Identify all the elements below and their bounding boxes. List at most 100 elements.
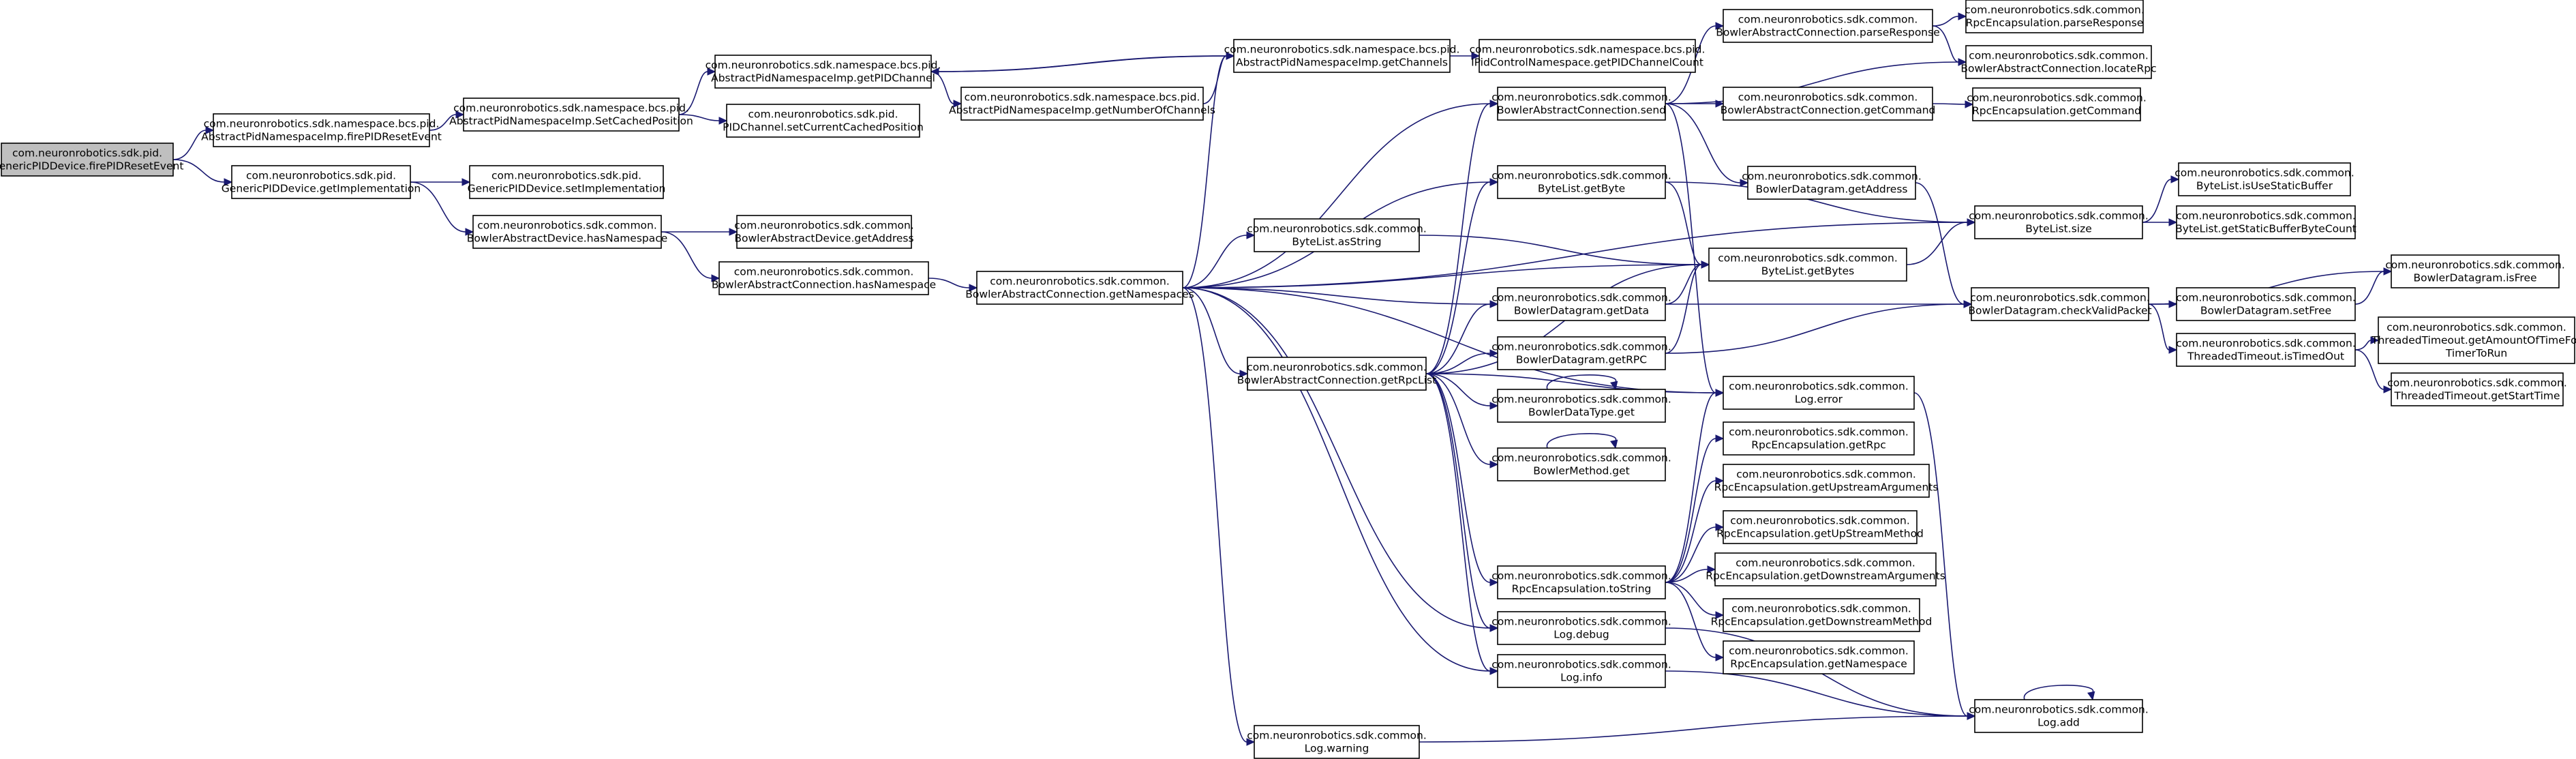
graph-node-n3[interactable]: com.neuronrobotics.sdk.namespace.bcs.pid… xyxy=(706,55,941,89)
node-box xyxy=(1254,725,1420,759)
graph-node-n17[interactable]: com.neuronrobotics.sdk.common.BowlerAbst… xyxy=(1491,87,1671,121)
graph-node-n6[interactable]: com.neuronrobotics.sdk.namespace.bcs.pid… xyxy=(949,87,1215,121)
edge-line xyxy=(1665,264,1702,305)
graph-node-n24[interactable]: com.neuronrobotics.sdk.common.Log.debug xyxy=(1491,611,1671,645)
node-box xyxy=(1714,552,1937,586)
graph-node-n19[interactable]: com.neuronrobotics.sdk.common.BowlerData… xyxy=(1491,287,1671,321)
edge-n6-to-n4 xyxy=(1202,52,1235,104)
edge-n13-to-n19 xyxy=(1182,287,1499,308)
graph-node-n27[interactable]: com.neuronrobotics.sdk.common.BowlerAbst… xyxy=(1721,87,1936,121)
node-label-line: BowlerDatagram.getRPC xyxy=(1516,354,1647,366)
graph-node-n14[interactable]: com.neuronrobotics.sdk.common.ByteList.a… xyxy=(1247,218,1427,252)
graph-node-n39[interactable]: com.neuronrobotics.sdk.common.RpcEncapsu… xyxy=(1967,87,2147,121)
arrowhead xyxy=(1610,381,1618,391)
graph-node-n16[interactable]: com.neuronrobotics.sdk.common.Log.warnin… xyxy=(1247,725,1427,759)
node-box xyxy=(1747,166,1916,200)
graph-node-n42[interactable]: com.neuronrobotics.sdk.common.Log.add xyxy=(1969,699,2149,733)
edge-line xyxy=(1425,303,1491,374)
arrowhead xyxy=(1246,738,1256,746)
graph-node-n31[interactable]: com.neuronrobotics.sdk.common.RpcEncapsu… xyxy=(1723,421,1915,456)
graph-node-n30[interactable]: com.neuronrobotics.sdk.common.Log.error xyxy=(1723,376,1915,410)
node-label-line: BowlerDatagram.setFree xyxy=(2200,305,2331,317)
graph-node-n2[interactable]: com.neuronrobotics.sdk.namespace.bcs.pid… xyxy=(449,98,693,132)
arrowhead xyxy=(1471,52,1481,60)
edge-line xyxy=(1665,480,1716,583)
edge-line xyxy=(661,231,712,279)
graph-node-n1[interactable]: com.neuronrobotics.sdk.namespace.bcs.pid… xyxy=(201,113,442,147)
graph-node-n4[interactable]: com.neuronrobotics.sdk.namespace.bcs.pid… xyxy=(1224,39,1460,73)
edge-n45-to-n47 xyxy=(2354,267,2393,305)
edge-n10-to-n12 xyxy=(661,231,721,282)
edge-n16-to-n42 xyxy=(1419,712,1976,743)
graph-node-n9[interactable]: com.neuronrobotics.sdk.pid.GenericPIDDev… xyxy=(468,165,666,199)
node-box xyxy=(1497,165,1666,199)
arrowhead xyxy=(455,110,465,119)
graph-node-n46[interactable]: com.neuronrobotics.sdk.common.ThreadedTi… xyxy=(2176,333,2356,367)
edge-line xyxy=(1182,264,1702,288)
graph-node-n10[interactable]: com.neuronrobotics.sdk.common.BowlerAbst… xyxy=(467,215,668,249)
graph-node-n22[interactable]: com.neuronrobotics.sdk.common.BowlerMeth… xyxy=(1491,447,1671,481)
arrowhead xyxy=(205,126,215,134)
graph-node-n8[interactable]: com.neuronrobotics.sdk.pid.GenericPIDDev… xyxy=(222,165,421,199)
graph-node-n41[interactable]: com.neuronrobotics.sdk.common.BowlerData… xyxy=(1968,287,2152,321)
graph-node-n37[interactable]: com.neuronrobotics.sdk.common.RpcEncapsu… xyxy=(1965,0,2145,33)
graph-node-n18[interactable]: com.neuronrobotics.sdk.common.ByteList.g… xyxy=(1491,165,1671,199)
edge-line xyxy=(1665,670,1968,717)
arrowhead xyxy=(953,100,963,108)
arrowhead xyxy=(1715,22,1725,30)
graph-node-n32[interactable]: com.neuronrobotics.sdk.common.RpcEncapsu… xyxy=(1714,464,1939,498)
edge-line xyxy=(1547,433,1616,449)
graph-node-n25[interactable]: com.neuronrobotics.sdk.common.Log.info xyxy=(1491,654,1671,688)
graph-node-n36[interactable]: com.neuronrobotics.sdk.common.RpcEncapsu… xyxy=(1723,640,1915,674)
graph-node-n11[interactable]: com.neuronrobotics.sdk.common.BowlerAbst… xyxy=(734,215,914,249)
edge-line xyxy=(2354,340,2372,351)
graph-node-n49[interactable]: com.neuronrobotics.sdk.common.ThreadedTi… xyxy=(2387,372,2567,406)
node-box xyxy=(714,55,932,89)
edge-n40-to-n44 xyxy=(2142,218,2178,226)
graph-node-n26[interactable]: com.neuronrobotics.sdk.common.BowlerAbst… xyxy=(1716,9,1940,43)
node-box xyxy=(2176,333,2356,367)
edge-line xyxy=(172,159,225,183)
arrowhead xyxy=(1489,460,1499,468)
graph-node-n28[interactable]: com.neuronrobotics.sdk.common.BowlerData… xyxy=(1742,166,1922,200)
graph-node-n48[interactable]: com.neuronrobotics.sdk.common.ThreadedTi… xyxy=(2371,316,2576,364)
graph-node-n13[interactable]: com.neuronrobotics.sdk.common.BowlerAbst… xyxy=(965,271,1194,305)
node-box xyxy=(1479,39,1696,73)
node-box xyxy=(1965,45,2152,79)
graph-node-n33[interactable]: com.neuronrobotics.sdk.common.RpcEncapsu… xyxy=(1716,510,1924,544)
graph-node-n23[interactable]: com.neuronrobotics.sdk.common.RpcEncapsu… xyxy=(1491,565,1671,599)
graph-node-n20[interactable]: com.neuronrobotics.sdk.common.BowlerData… xyxy=(1491,336,1671,370)
edge-line xyxy=(1665,61,1959,104)
graph-node-n40[interactable]: com.neuronrobotics.sdk.common.ByteList.s… xyxy=(1969,205,2149,239)
edge-n13-to-n14 xyxy=(1182,231,1256,288)
edge-n27-to-n39 xyxy=(1932,100,1974,108)
graph-node-n15[interactable]: com.neuronrobotics.sdk.common.BowlerAbst… xyxy=(1237,357,1436,391)
node-label-line: com.neuronrobotics.sdk.common. xyxy=(2387,377,2567,389)
graph-node-n47[interactable]: com.neuronrobotics.sdk.common.BowlerData… xyxy=(2385,254,2565,288)
graph-node-n34[interactable]: com.neuronrobotics.sdk.common.RpcEncapsu… xyxy=(1706,552,1945,586)
graph-node-n38[interactable]: com.neuronrobotics.sdk.common.BowlerAbst… xyxy=(1960,45,2157,79)
node-label-line: com.neuronrobotics.sdk.namespace.bcs.pid… xyxy=(204,118,440,130)
graph-node-n43[interactable]: com.neuronrobotics.sdk.common.ByteList.i… xyxy=(2175,162,2354,196)
edge-n46-to-n49 xyxy=(2354,349,2393,393)
edge-n3-to-n4 xyxy=(930,52,1235,72)
node-label-line: RpcEncapsulation.toString xyxy=(1512,583,1652,595)
graph-node-n29[interactable]: com.neuronrobotics.sdk.common.ByteList.g… xyxy=(1708,248,1907,282)
graph-node-n21[interactable]: com.neuronrobotics.sdk.common.BowlerData… xyxy=(1491,389,1671,423)
arrowhead xyxy=(1965,100,1974,108)
node-box xyxy=(1497,87,1666,121)
node-label-line: com.neuronrobotics.sdk.common. xyxy=(1247,361,1427,374)
graph-node-n7[interactable]: com.neuronrobotics.sdk.pid.PIDChannel.se… xyxy=(723,104,924,138)
edge-n42-to-n42 xyxy=(2024,685,2095,701)
node-label-line: com.neuronrobotics.sdk.common. xyxy=(2176,292,2356,304)
graph-node-n0[interactable]: com.neuronrobotics.sdk.pid.GenericPIDDev… xyxy=(0,143,183,177)
node-label-line: BowlerDatagram.getAddress xyxy=(1756,183,1908,196)
graph-node-n12[interactable]: com.neuronrobotics.sdk.common.BowlerAbst… xyxy=(712,261,936,295)
node-label-line: com.neuronrobotics.sdk.pid. xyxy=(491,170,641,182)
node-box xyxy=(1972,87,2141,121)
graph-node-n45[interactable]: com.neuronrobotics.sdk.common.BowlerData… xyxy=(2176,287,2356,321)
edge-n2-to-n3 xyxy=(678,68,716,115)
graph-node-n5[interactable]: com.neuronrobotics.sdk.namespace.bcs.pid… xyxy=(1470,39,1706,73)
graph-node-n44[interactable]: com.neuronrobotics.sdk.common.ByteList.g… xyxy=(2175,205,2357,239)
graph-node-n35[interactable]: com.neuronrobotics.sdk.common.RpcEncapsu… xyxy=(1711,598,1933,632)
